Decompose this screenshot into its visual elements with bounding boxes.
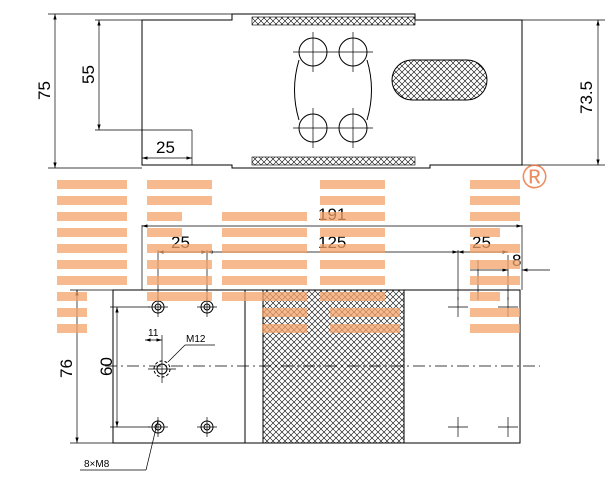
registered-mark: ® — [522, 158, 547, 196]
oblong-slot — [391, 59, 488, 101]
top-view: 75 55 25 73.5 — [35, 13, 605, 169]
bottom-strain-gauge-area — [251, 156, 416, 166]
dim-height-right: 73.5 — [577, 81, 596, 114]
dim-height-overall: 75 — [35, 81, 54, 100]
logo-watermark: ® — [57, 158, 547, 333]
dim-height-hole: 55 — [79, 65, 98, 84]
right-hole-marks — [448, 297, 518, 437]
hole-callout: 8×M8 — [84, 459, 110, 470]
dim-offset-hole: 25 — [156, 138, 175, 157]
dim-hole-spacing-vertical: 60 — [97, 357, 116, 376]
dim-small: 11 — [148, 328, 159, 339]
hole-bottom-second — [197, 417, 217, 437]
m12-thread-hole — [148, 355, 176, 383]
binocular-cutout — [293, 32, 373, 148]
top-strain-gauge-area — [251, 16, 416, 26]
thread-label: M12 — [186, 334, 206, 345]
dim-width-overall: 76 — [57, 359, 76, 378]
